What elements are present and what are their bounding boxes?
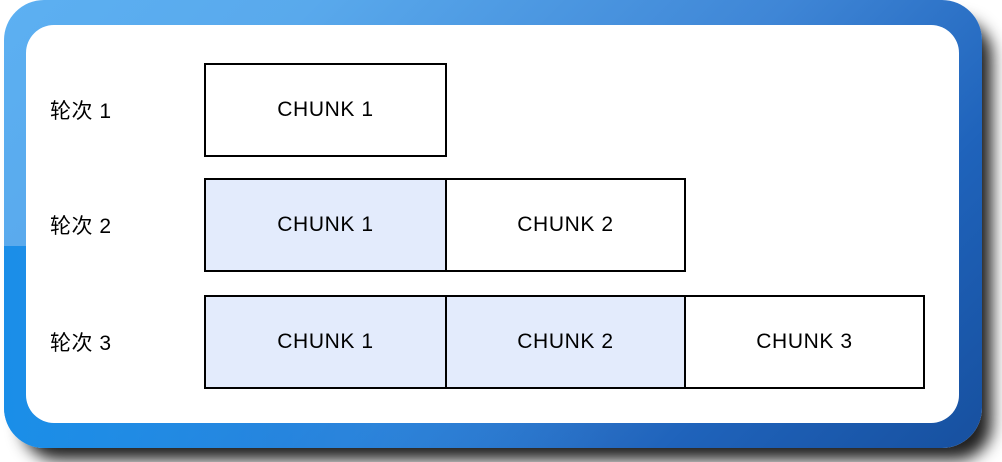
chunk-track-3: CHUNK 1 CHUNK 2 CHUNK 3: [204, 295, 925, 389]
white-card: 轮次 1 CHUNK 1 轮次 2 CHUNK 1 CHUNK 2 轮次 3 C…: [26, 25, 959, 423]
row-label-3: 轮次 3: [50, 332, 112, 355]
row-label-1: 轮次 1: [50, 100, 112, 123]
chunk-diagram: 轮次 1 CHUNK 1 轮次 2 CHUNK 1 CHUNK 2 轮次 3 C…: [26, 25, 959, 423]
chunk-track-1: CHUNK 1: [204, 63, 447, 157]
chunk-track-2: CHUNK 1 CHUNK 2: [204, 178, 686, 272]
chunk-box: CHUNK 2: [445, 297, 684, 387]
chunk-box: CHUNK 1: [206, 65, 445, 155]
row-label-2: 轮次 2: [50, 215, 112, 238]
chunk-box: CHUNK 1: [206, 297, 445, 387]
chunk-box: CHUNK 2: [445, 180, 684, 270]
chunk-box: CHUNK 3: [684, 297, 923, 387]
chunk-box: CHUNK 1: [206, 180, 445, 270]
